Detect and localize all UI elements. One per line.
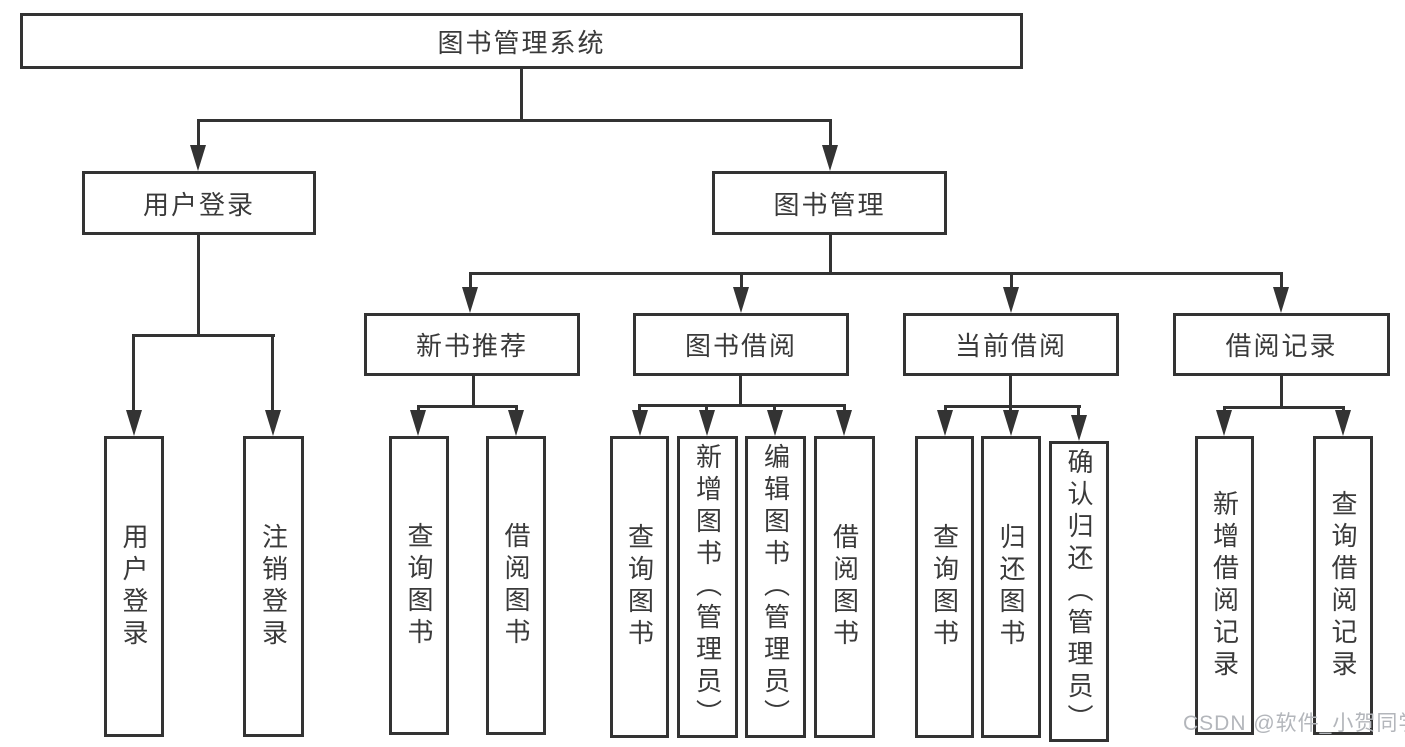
arrow-down-icon [1003,410,1019,436]
node-label: 图书借阅 [684,331,797,361]
leaf-label: 注销登录 [258,522,289,651]
connector-leaf-drop [417,405,420,414]
node-label: 图书管理系统 [437,27,606,58]
leaf-query-books-current: 查询图书 [915,436,974,738]
connector-leaf-drop [271,334,274,412]
connector-user-login-drop [197,119,200,147]
arrow-down-icon [767,410,783,436]
connector-leaf-drop [843,404,846,413]
connector-book-management-stem [829,234,832,275]
leaf-user-login: 用户登录 [104,436,164,737]
leaf-add-books-admin: 新增图书（管理员） [677,436,738,738]
watermark-text: CSDN @软件_小贺同学 [1183,712,1405,735]
node-borrowing-records: 借阅记录 [1173,313,1390,376]
connector-user-login-rail [133,334,275,337]
connector-leaf-drop [773,404,776,413]
leaf-label: 用户登录 [119,522,149,651]
arrow-down-icon [699,410,715,436]
connector-level3-drop [469,272,472,290]
connector-new-book-stem [472,375,475,408]
leaf-query-books-recommend: 查询图书 [389,436,449,735]
leaf-label: 借阅图书 [501,521,531,650]
node-library-management-system: 图书管理系统 [20,13,1023,69]
connector-user-login-stem [197,234,200,337]
node-label: 图书管理 [773,189,886,220]
node-label: 借阅记录 [1225,331,1338,361]
leaf-confirm-return-admin: 确认归还（管理员） [1049,441,1109,742]
arrow-down-icon [508,410,524,436]
node-book-management: 图书管理 [712,171,947,235]
node-current-borrowing: 当前借阅 [903,313,1119,376]
connector-level3-rail [469,272,1283,275]
leaf-label: 编辑图书（管理员） [760,443,791,731]
connector-new-book-rail [417,405,518,408]
connector-level2-rail [197,119,832,122]
connector-root-stem [520,66,523,122]
arrow-down-icon [1071,415,1087,441]
connector-book-borrowing-stem [739,375,742,407]
connector-level3-drop [1010,272,1013,290]
connector-book-borrowing-rail [638,404,846,407]
connector-leaf-drop [515,405,518,414]
node-label: 当前借阅 [954,331,1067,361]
arrow-down-icon [462,287,478,313]
leaf-label: 查询借阅记录 [1328,489,1358,682]
node-label: 新书推荐 [415,331,528,361]
arrow-down-icon [937,410,953,436]
leaf-query-borrow-record: 查询借阅记录 [1313,436,1373,735]
arrow-down-icon [1335,410,1351,436]
leaf-edit-books-admin: 编辑图书（管理员） [745,436,806,738]
connector-borrowing-records-stem [1280,375,1283,409]
connector-current-borrowing-rail [944,405,1081,408]
connector-borrowing-records-rail [1223,406,1345,409]
leaf-borrow-books: 借阅图书 [814,436,875,738]
node-book-borrowing: 图书借阅 [633,313,849,376]
leaf-label: 归还图书 [996,523,1026,651]
arrow-down-icon [733,287,749,313]
arrow-down-icon [410,410,426,436]
arrow-down-icon [822,145,838,171]
arrow-down-icon [1216,410,1232,436]
connector-leaf-drop [132,334,135,412]
arrow-down-icon [1003,287,1019,313]
connector-current-borrowing-stem [1009,375,1012,408]
leaf-label: 新增借阅记录 [1209,489,1240,682]
leaf-add-borrow-record: 新增借阅记录 [1195,436,1254,735]
connector-leaf-drop [1077,405,1080,417]
arrow-down-icon [1273,287,1289,313]
connector-book-management-drop [829,119,832,147]
leaf-label: 查询图书 [404,521,434,650]
arrow-down-icon [265,410,281,436]
node-user-login: 用户登录 [82,171,316,235]
arrow-down-icon [126,410,142,436]
arrow-down-icon [836,410,852,436]
leaf-query-books-borrowing: 查询图书 [610,436,669,738]
node-new-book-recommend: 新书推荐 [364,313,580,376]
leaf-label: 确认归还（管理员） [1064,447,1094,736]
connector-leaf-drop [705,404,708,413]
connector-level3-drop [740,272,743,290]
connector-leaf-drop [638,404,641,413]
leaf-label: 借阅图书 [829,523,860,651]
leaf-logout: 注销登录 [243,436,304,737]
leaf-label: 查询图书 [929,523,960,651]
arrow-down-icon [190,145,206,171]
connector-leaf-drop [944,405,947,414]
node-label: 用户登录 [142,189,255,220]
connector-level3-drop [1280,272,1283,290]
leaf-label: 查询图书 [624,523,655,651]
leaf-borrow-books-recommend: 借阅图书 [486,436,546,735]
connector-leaf-drop [1009,405,1012,414]
arrow-down-icon [632,410,648,436]
leaf-return-books: 归还图书 [981,436,1041,738]
leaf-label: 新增图书（管理员） [692,443,723,731]
